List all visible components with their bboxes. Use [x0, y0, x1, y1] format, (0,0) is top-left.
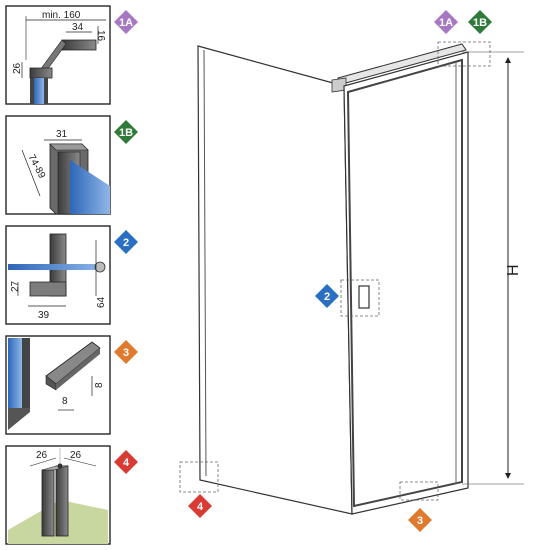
svg-text:1B: 1B	[119, 127, 133, 139]
dim-27: 27	[10, 280, 21, 292]
dim-26: 26	[12, 62, 23, 74]
badge-3-detail: 3	[114, 340, 138, 364]
height-dimension: H	[462, 51, 524, 485]
door-handle	[358, 285, 370, 309]
dim-64: 64	[96, 296, 107, 308]
svg-text:1A: 1A	[119, 17, 133, 29]
dim-26-right: 26	[70, 450, 82, 461]
callout-box-3	[399, 481, 439, 501]
detail-4-panel: 26 26	[5, 445, 111, 545]
detail-2-panel: 27 39 64	[5, 225, 111, 325]
badge-4-main: 4	[188, 494, 212, 518]
badge-2-detail: 2	[114, 230, 138, 254]
callout-box-1	[437, 41, 491, 67]
svg-text:4: 4	[123, 457, 130, 469]
detail-1a-panel: min. 160 34 16 26	[5, 5, 111, 105]
dim-26-left: 26	[36, 450, 48, 461]
dim-8-height: 8	[94, 382, 105, 388]
dim-min-160: min. 160	[42, 10, 81, 21]
badge-3-main: 3	[408, 508, 432, 532]
dim-8-width: 8	[62, 396, 68, 407]
detail-1b-panel: 31 74-89	[5, 115, 111, 215]
dim-34: 34	[72, 22, 84, 33]
height-label: H	[505, 264, 522, 276]
badge-1a-detail: 1A	[114, 10, 138, 34]
svg-text:2: 2	[123, 237, 129, 249]
dim-31: 31	[56, 129, 68, 140]
dim-16: 16	[95, 30, 106, 42]
badge-1b-detail: 1B	[114, 120, 138, 144]
detail-3-panel: 8 8	[5, 335, 111, 435]
badge-1a-main: 1A	[434, 10, 458, 34]
door-panel	[343, 51, 469, 515]
shower-enclosure	[197, 43, 469, 515]
svg-text:3: 3	[417, 515, 423, 527]
svg-text:3: 3	[123, 347, 129, 359]
side-panel	[197, 45, 353, 515]
badge-2-main: 2	[315, 284, 339, 308]
svg-text:1A: 1A	[439, 17, 453, 29]
dim-39: 39	[38, 310, 50, 321]
badge-1b-main: 1B	[468, 10, 492, 34]
svg-text:1B: 1B	[473, 17, 487, 29]
svg-text:2: 2	[324, 291, 330, 303]
callout-box-2	[340, 279, 380, 317]
callout-box-4	[179, 461, 219, 493]
badge-4-detail: 4	[114, 450, 138, 474]
svg-text:4: 4	[197, 501, 204, 513]
